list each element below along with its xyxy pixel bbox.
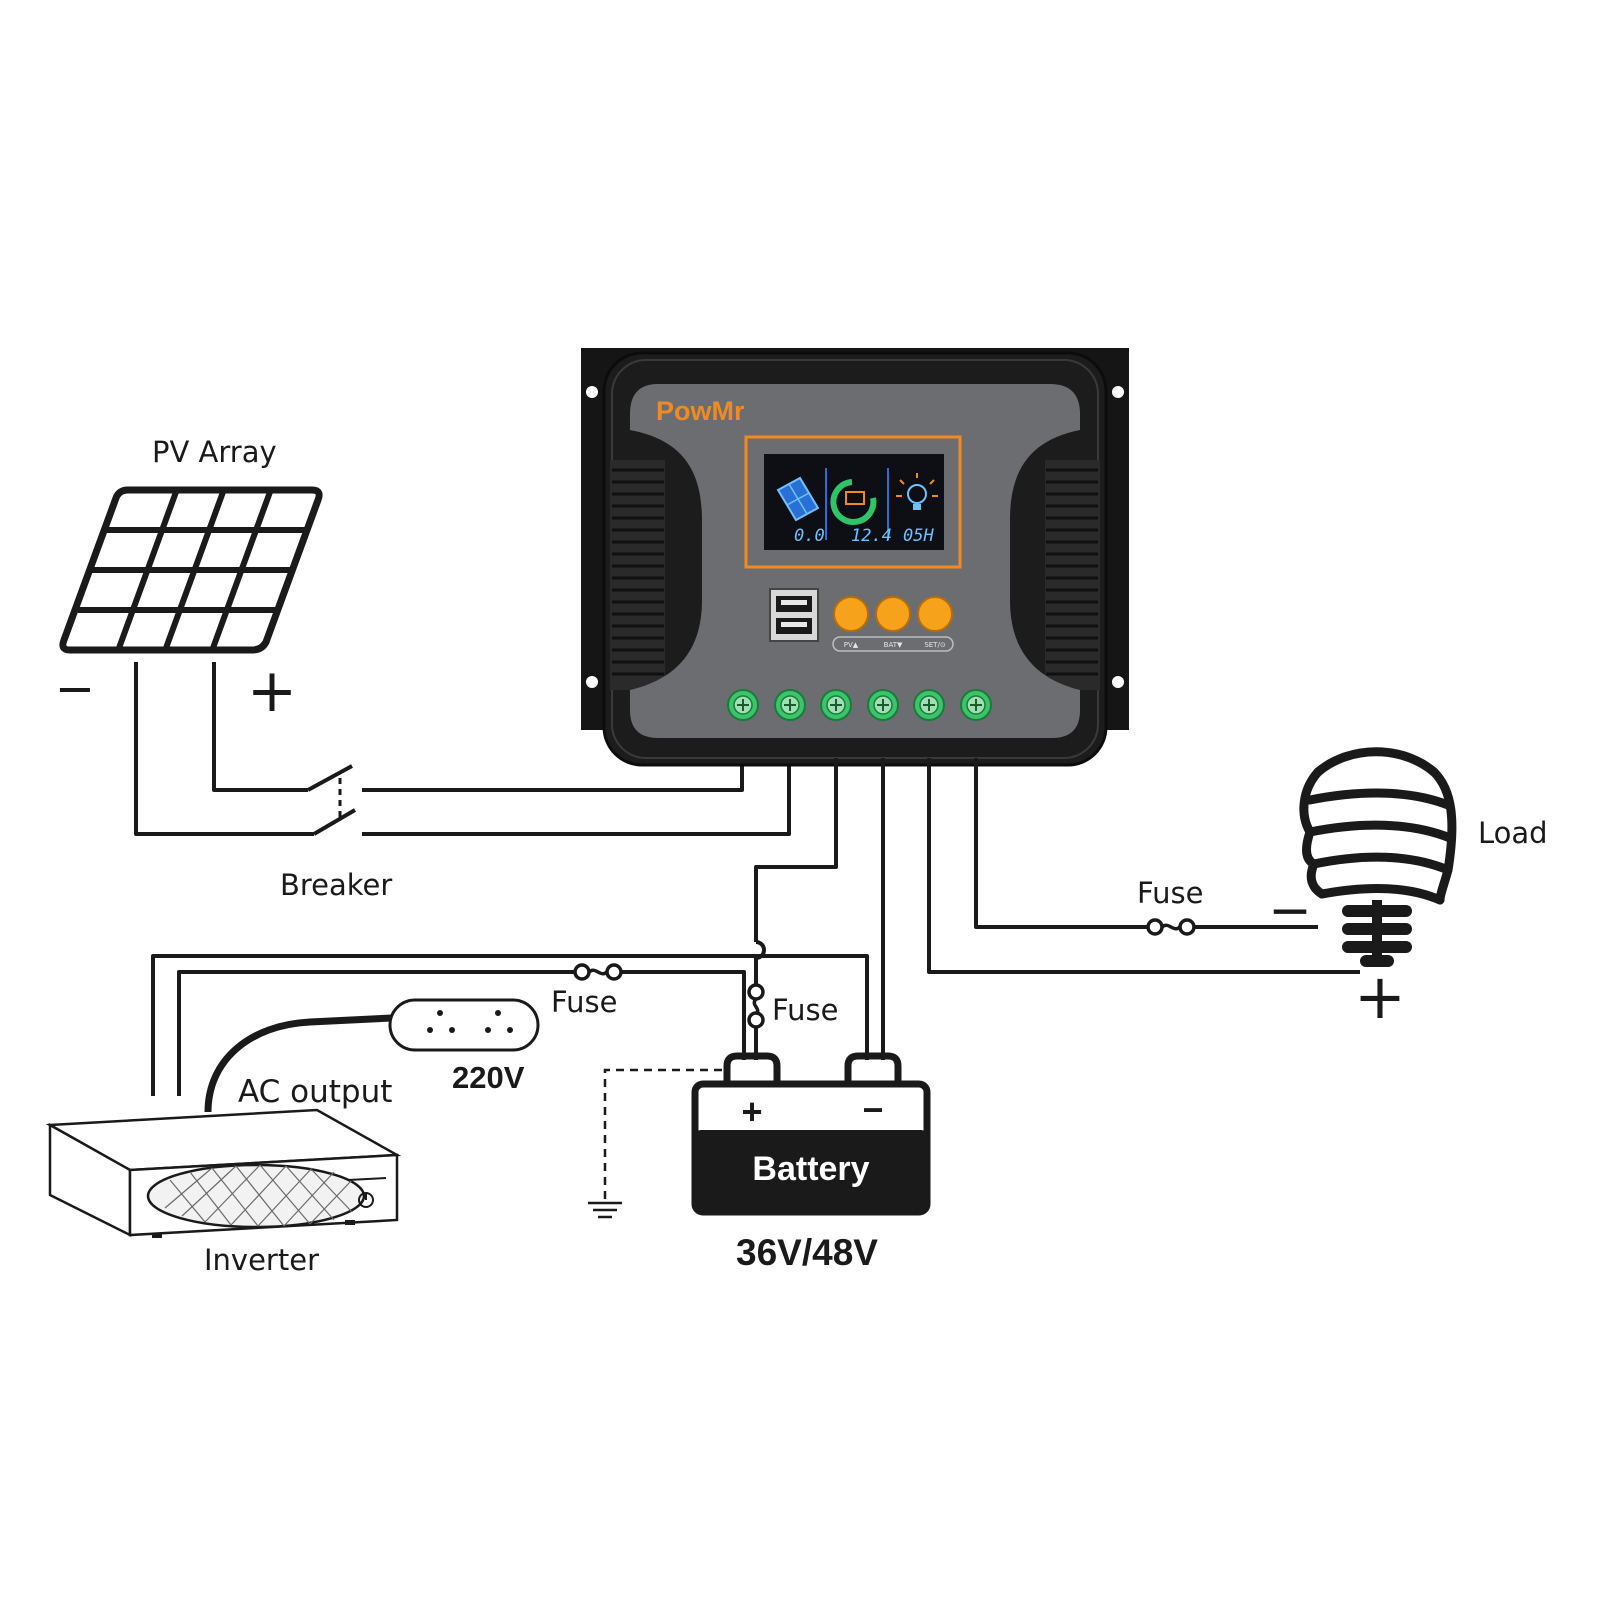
terminal-screw[interactable] bbox=[867, 689, 899, 721]
ground-connection bbox=[588, 1068, 722, 1219]
mount-hole bbox=[1112, 676, 1124, 688]
bat-down-button[interactable] bbox=[875, 596, 911, 632]
terminal-screw[interactable] bbox=[727, 689, 759, 721]
button-label-strip bbox=[832, 636, 954, 652]
power-strip-icon bbox=[388, 998, 540, 1052]
lcd-solar-icon bbox=[776, 476, 820, 522]
fuse-load-label: Fuse bbox=[1137, 876, 1203, 910]
fuse-load-icon bbox=[1146, 918, 1196, 936]
load-plus-sign: + bbox=[1354, 960, 1406, 1033]
battery-minus-sign: − bbox=[862, 1089, 883, 1130]
battery-wiring: Fuse Fuse bbox=[151, 758, 885, 1096]
pv-up-button[interactable] bbox=[833, 596, 869, 632]
battery-voltage-label: 36V/48V bbox=[736, 1232, 878, 1273]
load-wiring: Fuse − + bbox=[927, 758, 1406, 1033]
battery-band bbox=[695, 1130, 927, 1212]
solar-panel-icon bbox=[59, 486, 323, 654]
pv-array: PV Array − + bbox=[55, 435, 323, 726]
battery-label: Battery bbox=[752, 1150, 869, 1188]
charge-controller: PowMr 0.0 12.4 05H bbox=[581, 348, 1129, 767]
load-label: Load bbox=[1478, 816, 1548, 850]
fuse-inverter-icon bbox=[573, 963, 623, 981]
lcd-battery-value: 12.4 bbox=[851, 526, 892, 546]
lcd-bulb-icon bbox=[896, 473, 938, 510]
terminal-screw[interactable] bbox=[774, 689, 806, 721]
inverter-box bbox=[45, 1108, 402, 1238]
pv-array-label: PV Array bbox=[152, 435, 277, 469]
pv-minus-sign: − bbox=[55, 661, 95, 717]
battery-positive-terminal bbox=[723, 1052, 781, 1082]
heatsink-left bbox=[610, 460, 665, 690]
ac-output-label: AC output bbox=[238, 1074, 392, 1110]
light-bulb-icon bbox=[1299, 747, 1457, 967]
mount-hole bbox=[586, 676, 598, 688]
terminal-block bbox=[727, 689, 992, 721]
pv-wiring: Breaker bbox=[134, 662, 791, 902]
button-label-pv: PV▲ bbox=[844, 641, 859, 649]
fuse-battery-icon bbox=[747, 983, 765, 1029]
ac-voltage-label: 220V bbox=[452, 1060, 525, 1095]
mount-hole bbox=[586, 386, 598, 398]
ground-icon bbox=[588, 1201, 622, 1219]
inverter-vent-grille bbox=[146, 1163, 366, 1229]
breaker-label: Breaker bbox=[280, 868, 392, 902]
button-label-set: SET/⊙ bbox=[924, 641, 945, 649]
fuse-inverter-label: Fuse bbox=[551, 985, 617, 1019]
inverter-label: Inverter bbox=[204, 1243, 319, 1277]
breaker-switch bbox=[307, 764, 357, 836]
battery-plus-sign: + bbox=[741, 1091, 762, 1132]
heatsink-right bbox=[1045, 460, 1100, 690]
lcd-pv-value: 0.0 bbox=[794, 526, 825, 546]
usb-ports[interactable] bbox=[769, 588, 819, 642]
lcd-load-value: 05H bbox=[903, 526, 934, 546]
load-minus-sign: − bbox=[1268, 881, 1312, 941]
brand-logo: PowMr bbox=[656, 396, 745, 426]
inverter: 220V AC output bbox=[45, 998, 540, 1277]
lcd-battery-icon bbox=[830, 479, 877, 525]
front-panel bbox=[630, 384, 1080, 738]
mount-hole bbox=[1112, 386, 1124, 398]
ac-cable bbox=[204, 1014, 393, 1113]
set-button[interactable] bbox=[917, 596, 953, 632]
fuse-battery-label: Fuse bbox=[772, 993, 838, 1027]
pv-plus-sign: + bbox=[247, 656, 297, 726]
terminal-screw[interactable] bbox=[913, 689, 945, 721]
lcd-frame bbox=[744, 435, 962, 569]
terminal-screw[interactable] bbox=[960, 689, 992, 721]
battery-negative-terminal bbox=[844, 1052, 902, 1082]
terminal-screw[interactable] bbox=[820, 689, 852, 721]
battery: + − Battery 36V/48V bbox=[691, 1052, 931, 1273]
button-label-bat: BAT▼ bbox=[884, 641, 903, 649]
